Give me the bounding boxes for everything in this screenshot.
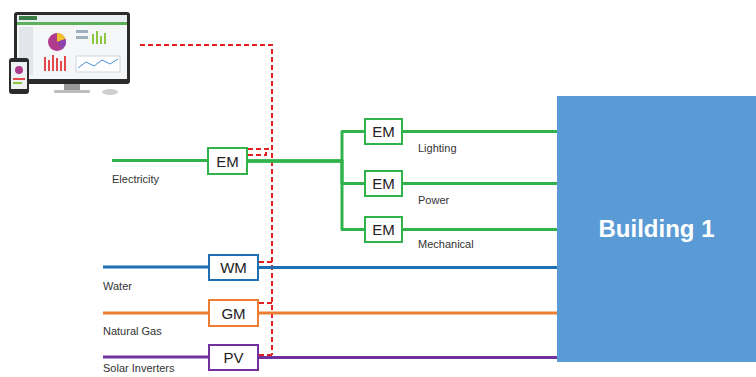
supply-connector	[403, 229, 557, 230]
meter-label: WM	[220, 259, 247, 276]
meter-box: EM	[364, 216, 403, 243]
supply-connector	[403, 131, 557, 132]
supply-connector	[403, 183, 557, 184]
supply-connector	[259, 357, 557, 358]
meter-box: PV	[208, 344, 259, 371]
meter-label: EM	[372, 175, 395, 192]
line-label: Natural Gas	[103, 325, 162, 338]
water-supply-line	[103, 266, 208, 269]
line-label: Lighting	[418, 142, 457, 155]
meter-box: WM	[208, 254, 259, 281]
supply-connector	[248, 161, 364, 184]
building-title: Building 1	[599, 215, 715, 243]
meter-box: EM	[364, 118, 403, 145]
supply-connector	[248, 132, 364, 162]
supply-connector	[259, 313, 557, 314]
building-block: Building 1	[557, 96, 756, 362]
line-label: Power	[418, 194, 449, 207]
electricity-supply-line	[112, 159, 208, 162]
meter-box: EM	[207, 147, 248, 175]
gas-supply-line	[103, 312, 208, 315]
meter-box: GM	[208, 299, 259, 327]
meter-label: EM	[372, 221, 395, 238]
line-label: Electricity	[112, 173, 159, 186]
meter-label: EM	[372, 123, 395, 140]
supply-connector	[248, 161, 364, 230]
meter-label: GM	[221, 305, 245, 322]
meter-label: PV	[223, 349, 243, 366]
line-label: Solar Inverters	[103, 362, 175, 375]
data-link-lines	[140, 45, 272, 355]
meter-box: EM	[364, 170, 403, 197]
line-label: Water	[103, 280, 132, 293]
supply-connector	[259, 267, 557, 268]
solar-supply-line	[103, 356, 208, 359]
line-label: Mechanical	[418, 238, 474, 251]
meter-label: EM	[216, 153, 239, 170]
monitor-illustration	[9, 12, 130, 95]
